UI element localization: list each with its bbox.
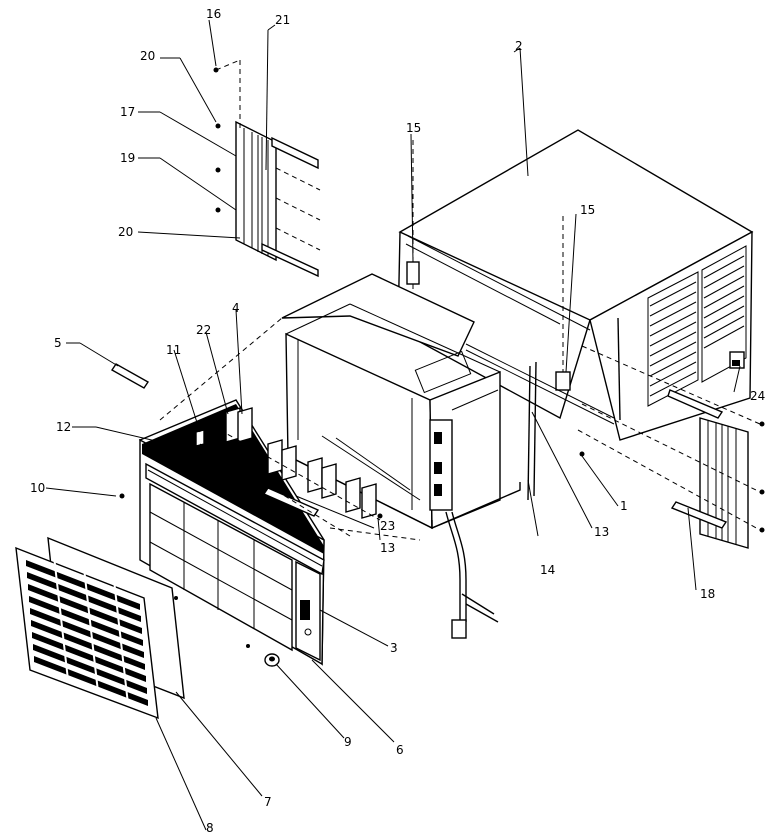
callout-13-mid: 13	[380, 541, 395, 555]
screw-16	[213, 67, 219, 73]
screw-10	[119, 493, 125, 499]
knob-9	[264, 653, 280, 667]
callout-6: 6	[396, 743, 404, 757]
screw-1	[579, 451, 585, 457]
callout-5: 5	[54, 336, 62, 350]
callout-4: 4	[232, 301, 240, 315]
callout-15-right: 15	[580, 203, 595, 217]
screw-front-a	[174, 596, 178, 600]
screw-20-top	[215, 123, 221, 129]
screw-right-3	[759, 527, 765, 533]
control-box	[429, 389, 499, 511]
screw-23	[377, 513, 383, 519]
callout-21: 21	[275, 13, 290, 27]
callout-2: 2	[515, 39, 523, 53]
power-cord	[445, 511, 499, 639]
screw-mid-a	[215, 167, 221, 173]
callout-19: 19	[120, 151, 135, 165]
screw-right-1	[759, 421, 765, 427]
callout-20-bottom: 20	[118, 225, 133, 239]
callout-18: 18	[700, 587, 715, 601]
callout-10: 10	[30, 481, 45, 495]
leader-lines	[45, 19, 741, 831]
callout-11: 11	[166, 343, 181, 357]
right-curtain-assembly	[577, 345, 765, 549]
callout-24: 24	[750, 389, 765, 403]
callout-7: 7	[264, 795, 272, 809]
screw-front-b	[246, 644, 250, 648]
screw-mid-b	[215, 207, 221, 213]
front-panel	[138, 399, 325, 666]
control-switch	[300, 600, 310, 620]
clip-24	[732, 360, 740, 366]
callout-20-top: 20	[140, 49, 155, 63]
thermostat-knob-hole	[304, 628, 312, 636]
outer-cabinet	[397, 129, 754, 441]
grille-slots	[26, 560, 148, 706]
front-grille-8	[15, 546, 159, 720]
screw-right-2	[759, 489, 765, 495]
callout-3: 3	[390, 641, 398, 655]
callout-8: 8	[206, 821, 214, 835]
callout-22: 22	[196, 323, 211, 337]
louver-set	[159, 317, 421, 541]
chassis-nameplate	[414, 350, 472, 394]
callout-15-left: 15	[406, 121, 421, 135]
callout-labels: 16 21 20 17 19 20 2 15 15 5 4 22 11 12 1…	[30, 7, 765, 835]
inner-chassis	[281, 273, 615, 530]
callout-13-right: 13	[594, 525, 609, 539]
bracket-right	[555, 216, 571, 391]
callout-23: 23	[380, 519, 395, 533]
callout-9: 9	[344, 735, 352, 749]
callout-1: 1	[620, 499, 628, 513]
callout-12: 12	[56, 420, 71, 434]
cabinet-louvers	[647, 245, 747, 407]
callout-16: 16	[206, 7, 221, 21]
part-5-strip	[110, 363, 150, 389]
callout-17: 17	[120, 105, 135, 119]
callout-14: 14	[540, 563, 555, 577]
